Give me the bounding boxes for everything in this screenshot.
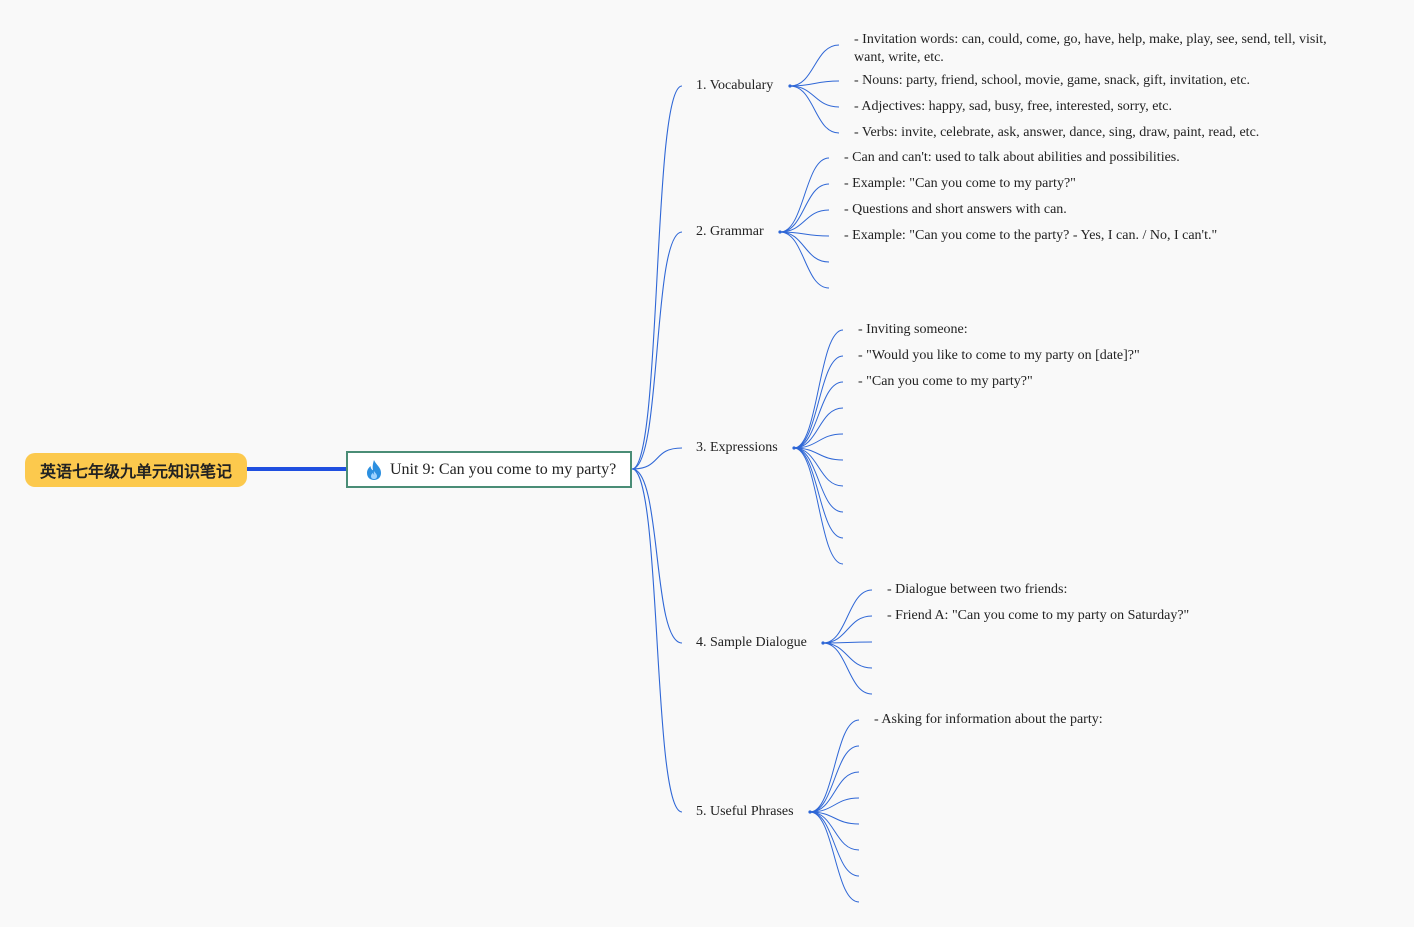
leaf-connector bbox=[822, 642, 873, 669]
leaf-connector bbox=[779, 157, 830, 233]
leaf-connector bbox=[779, 231, 830, 289]
leaf-connector bbox=[822, 642, 873, 695]
branch-label[interactable]: 3. Expressions bbox=[696, 440, 778, 455]
leaf-connector bbox=[822, 589, 873, 644]
leaf-connector bbox=[779, 209, 830, 233]
leaf-connector bbox=[809, 811, 860, 903]
leaf-connector bbox=[779, 183, 830, 233]
leaf-text[interactable]: - Questions and short answers with can. bbox=[844, 202, 1067, 217]
leaf-text[interactable]: - Adjectives: happy, sad, busy, free, in… bbox=[854, 99, 1173, 114]
leaf-text[interactable]: - Asking for information about the party… bbox=[874, 712, 1103, 727]
flame-icon bbox=[367, 459, 381, 480]
branch-connector bbox=[631, 447, 683, 470]
leaf-connector bbox=[793, 447, 844, 565]
leaf-text[interactable]: - "Can you come to my party?" bbox=[858, 374, 1033, 389]
leaf-text[interactable]: - Friend A: "Can you come to my party on… bbox=[887, 608, 1190, 623]
topic-node[interactable]: Unit 9: Can you come to my party? bbox=[346, 451, 632, 488]
branch-connector bbox=[631, 468, 683, 644]
leaf-connector bbox=[793, 447, 844, 487]
branch-connector bbox=[631, 468, 683, 813]
leaf-connector bbox=[793, 433, 844, 449]
leaf-text[interactable]: - Example: "Can you come to the party? -… bbox=[844, 228, 1218, 243]
leaf-connector bbox=[809, 719, 860, 813]
branch-connector bbox=[631, 85, 683, 470]
branch-label[interactable]: 2. Grammar bbox=[696, 224, 764, 239]
leaf-connector bbox=[809, 811, 860, 851]
leaf-connector bbox=[809, 797, 860, 813]
branch-label[interactable]: 5. Useful Phrases bbox=[696, 804, 794, 819]
leaf-connector bbox=[809, 771, 860, 813]
leaf-connector bbox=[789, 85, 840, 134]
leaf-connector bbox=[789, 44, 840, 87]
leaf-connector bbox=[793, 447, 844, 513]
leaf-connector bbox=[779, 231, 830, 263]
leaf-connector bbox=[793, 407, 844, 449]
leaf-text[interactable]: - "Would you like to come to my party on… bbox=[858, 348, 1140, 363]
branch-label[interactable]: 4. Sample Dialogue bbox=[696, 635, 807, 650]
leaf-text[interactable]: - Verbs: invite, celebrate, ask, answer,… bbox=[854, 125, 1260, 140]
leaf-text[interactable]: - Inviting someone: bbox=[858, 322, 968, 337]
leaf-text[interactable]: - Example: "Can you come to my party?" bbox=[844, 176, 1076, 191]
leaf-connector bbox=[789, 80, 840, 87]
leaf-connector bbox=[793, 355, 844, 449]
leaf-connector bbox=[789, 85, 840, 108]
root-node[interactable]: 英语七年级九单元知识笔记 bbox=[25, 453, 247, 487]
leaf-text[interactable]: - Dialogue between two friends: bbox=[887, 582, 1068, 597]
leaf-text[interactable]: - Can and can't: used to talk about abil… bbox=[844, 150, 1180, 165]
topic-label: Unit 9: Can you come to my party? bbox=[390, 460, 617, 478]
leaf-connector bbox=[793, 381, 844, 449]
root-label: 英语七年级九单元知识笔记 bbox=[39, 462, 232, 481]
leaf-connector bbox=[822, 615, 873, 644]
leaf-text[interactable]: - Nouns: party, friend, school, movie, g… bbox=[854, 73, 1251, 88]
branch-label[interactable]: 1. Vocabulary bbox=[696, 78, 774, 93]
leaf-connector bbox=[809, 811, 860, 877]
leaf-connector bbox=[793, 447, 844, 539]
leaf-text[interactable]: - Invitation words: can, could, come, go… bbox=[854, 32, 1327, 65]
branch-connector bbox=[631, 231, 683, 470]
leaf-connector bbox=[809, 745, 860, 813]
leaf-connector bbox=[793, 329, 844, 449]
